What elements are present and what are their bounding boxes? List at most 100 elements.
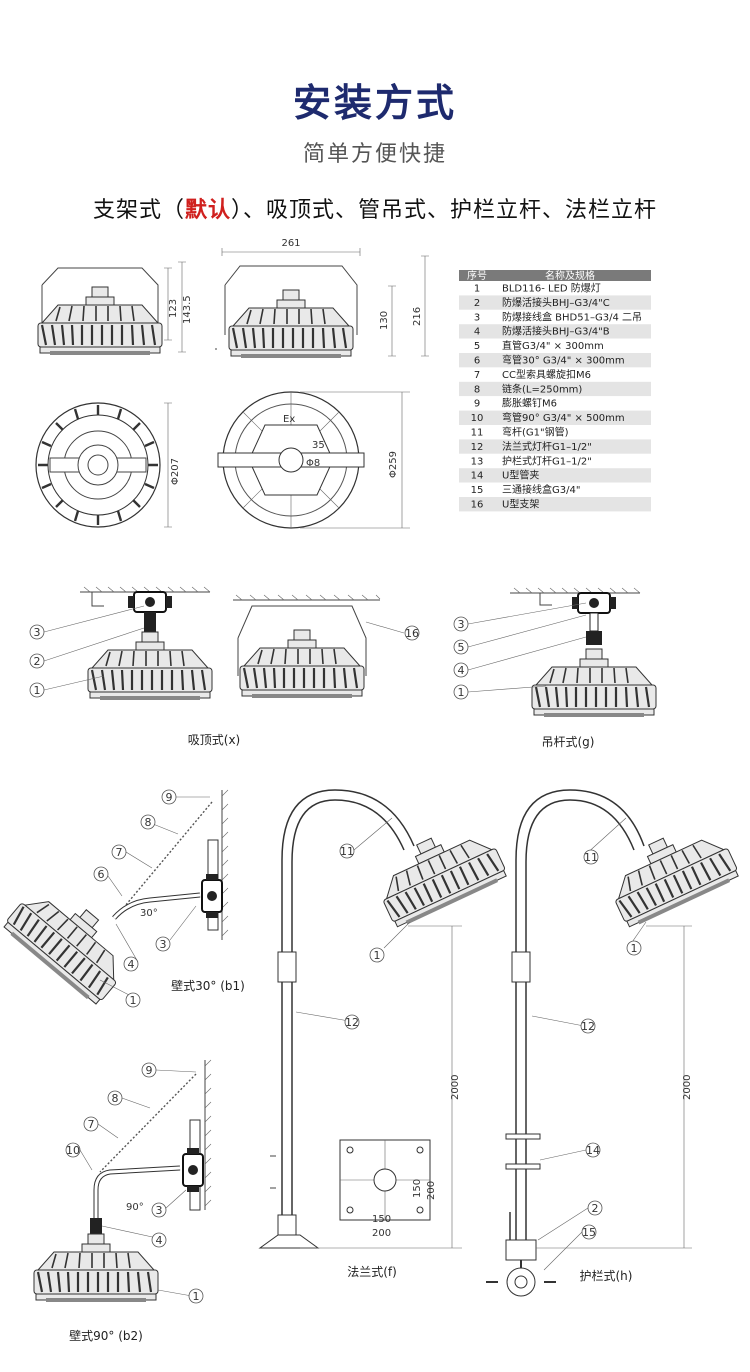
callout-2: 2 [592, 1202, 599, 1215]
part-name: 弯杆(G1"钢管) [502, 426, 569, 439]
pendant-mount-figure: 3 5 4 1 [453, 587, 658, 719]
callout-9: 9 [146, 1064, 153, 1077]
callout-8: 8 [145, 816, 152, 829]
top-view-small: Φ207 [35, 402, 181, 528]
part-name: 防爆活接头BHJ–G3/4"B [502, 325, 610, 338]
caption-wall30: 壁式30° (b1) [171, 978, 245, 993]
table-header-name: 名称及规格 [545, 269, 595, 282]
table-row: 16 U型支架 [459, 497, 651, 512]
callout-4: 4 [156, 1234, 163, 1247]
part-name: CC型索具螺旋扣M6 [502, 368, 591, 381]
part-name: 膨胀螺钉M6 [502, 397, 557, 410]
callout-1: 1 [130, 994, 137, 1007]
dim-2000-guardrail: 2000 [682, 1075, 693, 1100]
part-name: 直管G3/4" × 300mm [502, 339, 604, 352]
part-number: 5 [474, 341, 480, 352]
part-number: 16 [471, 500, 484, 511]
callout-14: 14 [586, 1144, 600, 1157]
dim-130: 130 [379, 311, 390, 330]
dim-35: 35 [312, 440, 325, 451]
part-number: 8 [474, 384, 480, 395]
callout-1: 1 [193, 1290, 200, 1303]
callout-2: 2 [34, 655, 41, 668]
part-number: 2 [474, 298, 480, 309]
callout-1: 1 [631, 942, 638, 955]
dim-150-h: 150 [372, 1214, 391, 1225]
ceiling-mount-figure: 3 2 1 [29, 586, 214, 702]
table-row-bg [459, 338, 651, 353]
dim-2000-flange: 2000 [450, 1075, 461, 1100]
callout-12: 12 [345, 1016, 359, 1029]
dim-8: Φ8 [306, 458, 320, 469]
table-row-bg [459, 425, 651, 440]
callout-16: 16 [405, 627, 419, 640]
part-name: 三通接线盒G3/4" [502, 483, 580, 496]
callout-11: 11 [584, 851, 598, 864]
callout-1: 1 [458, 686, 465, 699]
caption-guardrail: 护栏式(h) [580, 1268, 633, 1283]
part-name: 护栏式灯杆G1–1/2" [502, 454, 592, 467]
table-row: 11 弯杆(G1"钢管) [459, 425, 651, 440]
dim-143: 143.5 [182, 295, 193, 324]
installation-methods: 支架式（默认）、吸顶式、管吊式、护栏立杆、法栏立杆 [0, 192, 750, 224]
part-number: 14 [471, 471, 484, 482]
callout-1: 1 [374, 949, 381, 962]
table-header-no: 序号 [467, 269, 487, 282]
methods-post: ）、吸顶式、管吊式、护栏立杆、法栏立杆 [231, 198, 658, 223]
wall-30-figure: 30° 9 8 7 6 3 4 1 [0, 789, 229, 1008]
methods-pre: 支架式（ [92, 198, 185, 223]
part-number: 7 [474, 370, 480, 381]
table-row: 7 CC型索具螺旋扣M6 [459, 367, 651, 382]
part-name: BLD116- LED 防爆灯 [502, 282, 601, 295]
callout-15: 15 [582, 1226, 596, 1239]
table-row-bg [459, 309, 651, 325]
part-name: U型支架 [502, 498, 539, 511]
part-name: 弯管30° G3/4" × 300mm [502, 354, 625, 367]
table-row-bg [459, 324, 651, 339]
part-name: 防爆接线盒 BHD51–G3/4 二吊 [502, 310, 642, 323]
table-row: 12 法兰式灯杆G1–1/2" [459, 439, 651, 454]
callout-5: 5 [458, 641, 465, 654]
dim-200-v: 200 [426, 1181, 437, 1200]
dim-259: Φ259 [388, 451, 399, 478]
part-number: 11 [471, 428, 484, 439]
callout-3: 3 [156, 1204, 163, 1217]
callout-10: 10 [66, 1144, 80, 1157]
flange-pole-figure: 2000 150 200 150 200 11 1 12 [258, 789, 510, 1249]
dim-216: 216 [412, 307, 423, 326]
page-subtitle: 简单方便快捷 [302, 142, 447, 167]
callout-4: 4 [128, 958, 135, 971]
dim-200-h: 200 [372, 1228, 391, 1239]
part-name: 链条(L=250mm) [502, 382, 582, 395]
table-row-bg [459, 281, 651, 296]
table-row-bg [459, 497, 651, 512]
guardrail-pole-figure: 2000 11 1 12 14 2 15 [486, 789, 742, 1297]
table-row-bg [459, 367, 651, 382]
part-name: 法兰式灯杆G1–1/2" [502, 440, 592, 453]
top-view-large: Ex 35 Φ8 Φ259 [217, 391, 410, 529]
part-number: 12 [471, 442, 484, 453]
table-row: 8 链条(L=250mm) [459, 381, 651, 397]
methods-default: 默认 [184, 198, 231, 223]
callout-3: 3 [458, 618, 465, 631]
angle-30: 30° [140, 908, 158, 919]
table-row-bg [459, 396, 651, 411]
table-row-bg [459, 410, 651, 425]
callout-4: 4 [458, 664, 465, 677]
callout-6: 6 [98, 868, 105, 881]
callout-12: 12 [581, 1020, 595, 1033]
table-row: 5 直管G3/4" × 300mm [459, 338, 651, 353]
part-number: 13 [471, 456, 484, 467]
table-row-bg [459, 353, 651, 368]
caption-wall90: 壁式90° (b2) [69, 1328, 143, 1343]
dim-207: Φ207 [170, 458, 181, 485]
callout-7: 7 [116, 846, 123, 859]
